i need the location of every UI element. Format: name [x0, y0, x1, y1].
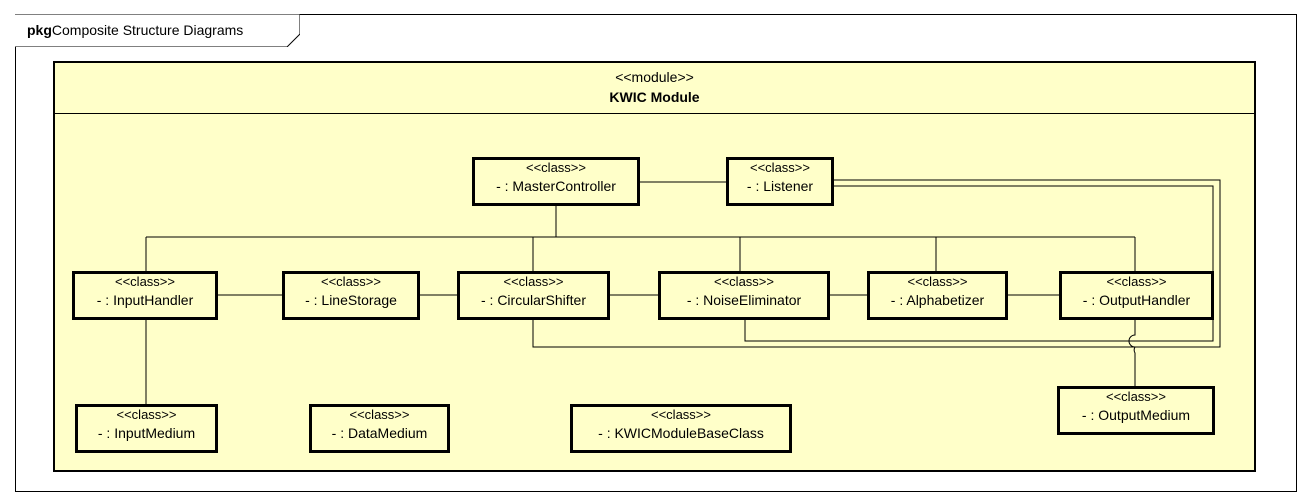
part-alphabetizer[interactable]: <<class>> - : Alphabetizer	[867, 271, 1008, 320]
module-header: <<module>> KWIC Module	[55, 63, 1254, 114]
part-name: - : MasterController	[496, 178, 616, 194]
part-name: - : Alphabetizer	[890, 292, 985, 308]
part-stereotype: <<class>>	[503, 274, 564, 289]
part-stereotype: <<class>>	[907, 274, 968, 289]
part-output-handler[interactable]: <<class>> - : OutputHandler	[1059, 271, 1214, 320]
part-kwic-module-base-class[interactable]: <<class>> - : KWICModuleBaseClass	[570, 404, 792, 453]
part-data-medium[interactable]: <<class>> - : DataMedium	[309, 404, 450, 453]
part-output-medium[interactable]: <<class>> - : OutputMedium	[1057, 386, 1215, 435]
part-stereotype: <<class>>	[115, 274, 175, 289]
part-stereotype: <<class>>	[750, 160, 810, 175]
package-keyword: pkg	[27, 22, 52, 38]
part-name: - : Listener	[746, 178, 814, 194]
part-stereotype: <<class>>	[714, 274, 774, 289]
part-name: - : NoiseEliminator	[686, 292, 802, 308]
module-stereotype: <<module>>	[615, 69, 694, 85]
package-name: Composite Structure Diagrams	[51, 22, 244, 38]
part-name: - : OutputHandler	[1082, 292, 1191, 308]
part-name: - : DataMedium	[331, 425, 428, 441]
part-stereotype: <<class>>	[349, 407, 410, 422]
part-stereotype: <<class>>	[321, 274, 381, 289]
package-tab	[15, 14, 300, 47]
module-name: KWIC Module	[609, 89, 700, 105]
part-input-medium[interactable]: <<class>> - : InputMedium	[75, 404, 218, 453]
part-stereotype: <<class>>	[526, 160, 586, 175]
part-line-storage[interactable]: <<class>> - : LineStorage	[282, 271, 420, 320]
part-stereotype: <<class>>	[1106, 274, 1167, 289]
connector-output-outputmedium	[1128, 319, 1136, 386]
package-title: pkgComposite Structure Diagrams	[27, 22, 243, 38]
connector-listener-noise	[744, 185, 1214, 342]
part-noise-eliminator[interactable]: <<class>> - : NoiseEliminator	[658, 271, 830, 320]
part-stereotype: <<class>>	[651, 407, 711, 422]
part-circular-shifter[interactable]: <<class>> - : CircularShifter	[457, 271, 610, 320]
kwic-module[interactable]: <<module>> KWIC Module	[53, 61, 1256, 472]
part-name: - : InputMedium	[97, 425, 196, 441]
part-stereotype: <<class>>	[1106, 389, 1166, 404]
part-name: - : OutputMedium	[1081, 407, 1191, 423]
part-listener[interactable]: <<class>> - : Listener	[726, 157, 834, 206]
part-name: - : CircularShifter	[480, 292, 587, 308]
part-master-controller[interactable]: <<class>> - : MasterController	[472, 157, 640, 206]
part-stereotype: <<class>>	[116, 407, 177, 422]
part-name: - : KWICModuleBaseClass	[598, 425, 764, 441]
part-name: - : InputHandler	[96, 292, 194, 308]
connector-listener-circular	[532, 179, 1221, 348]
part-input-handler[interactable]: <<class>> - : InputHandler	[72, 271, 218, 320]
part-name: - : LineStorage	[305, 292, 397, 308]
